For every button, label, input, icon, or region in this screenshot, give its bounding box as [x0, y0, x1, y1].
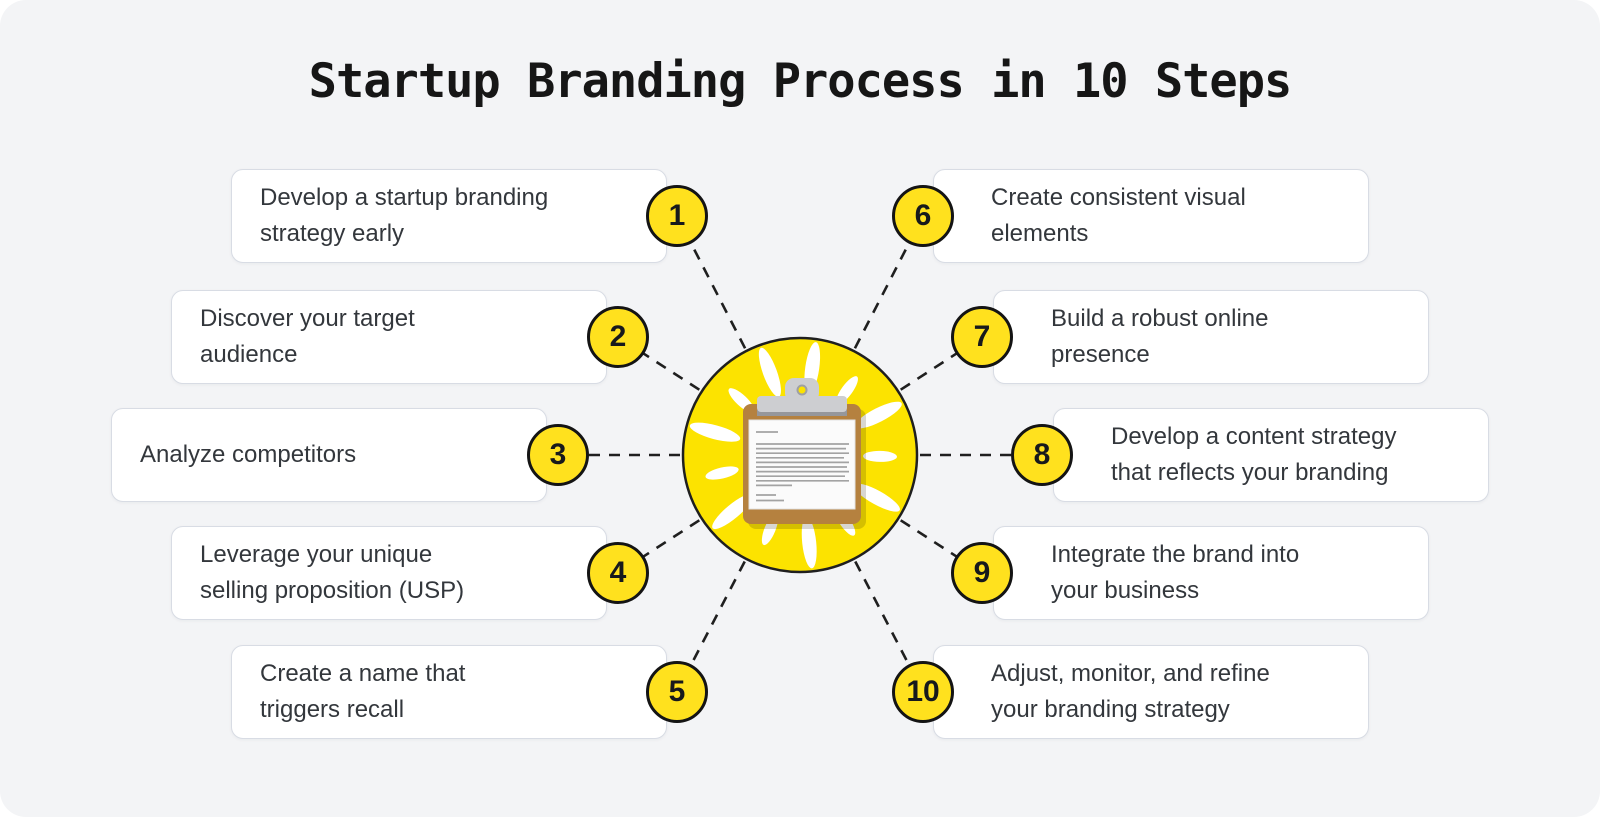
step-badge-10: 10	[892, 661, 954, 723]
step-label-9: Integrate the brand into your business	[1051, 541, 1300, 604]
step-card-7: Build a robust online presence	[993, 290, 1429, 384]
step-card-10: Adjust, monitor, and refine your brandin…	[933, 645, 1369, 739]
paper-text-lines	[756, 431, 849, 502]
step-label-4: Leverage your unique selling proposition…	[200, 541, 465, 604]
step-card-9: Integrate the brand into your business	[993, 526, 1429, 620]
step-label-5: Create a name that triggers recall	[260, 660, 466, 723]
step-card-8: Develop a content strategy that reflects…	[1053, 408, 1489, 502]
step-badge-7: 7	[951, 306, 1013, 368]
page-title: Startup Branding Process in 10 Steps	[308, 54, 1293, 109]
step-label-7: Build a robust online presence	[1051, 305, 1269, 368]
step-badge-2: 2	[587, 306, 649, 368]
clipboard-icon	[743, 378, 866, 529]
step-badge-8: 8	[1011, 424, 1073, 486]
step-badge-3: 3	[527, 424, 589, 486]
step-card-5: Create a name that triggers recall	[231, 645, 667, 739]
step-label-1: Develop a startup branding strategy earl…	[260, 184, 549, 247]
step-label-6: Create consistent visual elements	[991, 184, 1246, 247]
step-badge-1: 1	[646, 185, 708, 247]
step-badge-5: 5	[646, 661, 708, 723]
step-card-1: Develop a startup branding strategy earl…	[231, 169, 667, 263]
step-card-2: Discover your target audience	[171, 290, 607, 384]
step-card-6: Create consistent visual elements	[933, 169, 1369, 263]
step-badge-9: 9	[951, 542, 1013, 604]
step-card-3: Analyze competitors	[111, 408, 547, 502]
step-label-10: Adjust, monitor, and refine your brandin…	[991, 660, 1270, 723]
step-badge-4: 4	[587, 542, 649, 604]
step-badge-6: 6	[892, 185, 954, 247]
step-card-4: Leverage your unique selling proposition…	[171, 526, 607, 620]
step-label-8: Develop a content strategy that reflects…	[1111, 423, 1397, 486]
step-label-3: Analyze competitors	[140, 441, 357, 468]
step-label-2: Discover your target audience	[200, 305, 415, 368]
